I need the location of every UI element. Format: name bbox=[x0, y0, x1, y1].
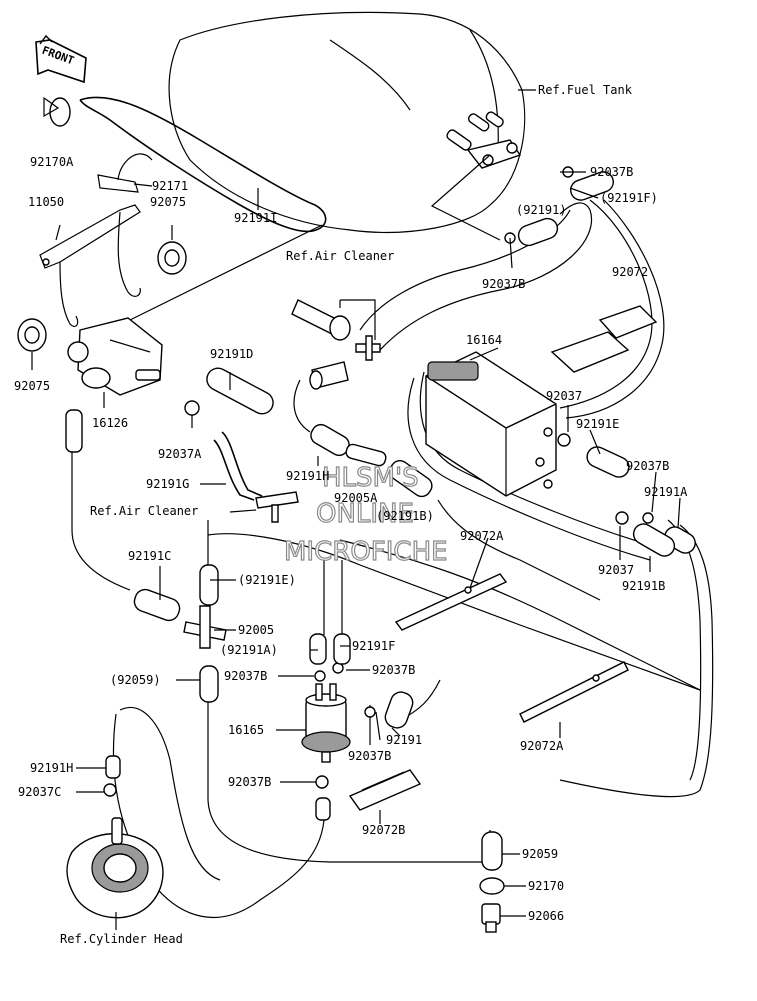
part-label: 92170 bbox=[528, 879, 564, 893]
part-label: 11050 bbox=[28, 195, 64, 209]
part-label: 92191E bbox=[576, 417, 619, 431]
part-label: 92191I bbox=[234, 211, 277, 225]
part-label: 92171 bbox=[152, 179, 188, 193]
ref-cylinder-head-label: Ref.Cylinder Head bbox=[60, 932, 183, 946]
ref-air-cleaner-top-label: Ref.Air Cleaner bbox=[286, 249, 394, 263]
hose-92191E bbox=[586, 446, 630, 478]
hose-92191A-lower bbox=[309, 633, 327, 665]
hose-92059-left bbox=[199, 665, 219, 703]
hose-92191B-upper bbox=[389, 460, 433, 498]
part-label: 92191C bbox=[128, 549, 171, 563]
hose-92191B-right bbox=[632, 523, 676, 557]
t-fitting-92005 bbox=[183, 605, 227, 649]
part-label: (92191B) bbox=[376, 509, 434, 523]
part-label: 92170A bbox=[30, 155, 74, 169]
ref-air-cleaner-mid-label: Ref.Air Cleaner bbox=[90, 504, 198, 518]
hose-92191F-upper bbox=[570, 171, 614, 201]
cylinder-head-fitting bbox=[66, 817, 164, 919]
strap-92072A-lower bbox=[519, 661, 629, 723]
part-label: 16164 bbox=[466, 333, 502, 347]
part-label: 92191A bbox=[644, 485, 688, 499]
vent-hose-92191I bbox=[79, 96, 327, 233]
part-label: 92037B bbox=[228, 775, 271, 789]
part-label: 92075 bbox=[150, 195, 186, 209]
hose-92191D bbox=[206, 367, 274, 415]
plug-92066 bbox=[481, 903, 501, 933]
part-label: (92191F) bbox=[600, 191, 658, 205]
washer-92170A bbox=[43, 96, 71, 127]
fitting-lower bbox=[315, 797, 331, 821]
hose-92191C bbox=[133, 588, 181, 622]
part-label: 92191B bbox=[622, 579, 665, 593]
watermark-line1: HLSM'S bbox=[322, 463, 419, 493]
air-cleaner-fitting-top bbox=[291, 299, 381, 361]
part-label: 92072 bbox=[612, 265, 648, 279]
canister-16164 bbox=[425, 351, 557, 497]
part-label: 16165 bbox=[228, 723, 264, 737]
part-label: 92037A bbox=[158, 447, 202, 461]
part-label: 92191 bbox=[386, 733, 422, 747]
part-label: 92037 bbox=[546, 389, 582, 403]
hose-92191G bbox=[221, 431, 263, 497]
clamp-92171 bbox=[97, 153, 153, 193]
part-label: 92191D bbox=[210, 347, 253, 361]
leader-lines bbox=[31, 89, 681, 930]
fuel-filter-16165 bbox=[301, 683, 351, 763]
washer-92170 bbox=[479, 877, 505, 895]
part-label: 92037B bbox=[348, 749, 391, 763]
part-label: 92005A bbox=[334, 491, 378, 505]
part-label: 92191H bbox=[30, 761, 73, 775]
part-label: 92072A bbox=[460, 529, 504, 543]
part-label: 92191H bbox=[286, 469, 329, 483]
hose-92191F-lower bbox=[333, 633, 351, 665]
part-label: 92037B bbox=[482, 277, 525, 291]
part-label: (92191E) bbox=[238, 573, 296, 587]
hose-92191E-lower bbox=[199, 564, 219, 606]
watermark-line3: MICROFICHE bbox=[284, 537, 448, 567]
hose-routing-lines bbox=[71, 199, 714, 918]
bracket-92072 bbox=[550, 305, 658, 373]
part-label: 92037B bbox=[590, 165, 633, 179]
part-label: 92005 bbox=[238, 623, 274, 637]
clamps-small bbox=[103, 166, 654, 797]
hose-92191-lower bbox=[384, 691, 414, 729]
t-fitting-mid bbox=[255, 491, 299, 523]
valve-16126 bbox=[67, 317, 163, 396]
bracket-11050 bbox=[39, 204, 141, 328]
part-label: 16126 bbox=[92, 416, 128, 430]
part-label: 92037 bbox=[598, 563, 634, 577]
part-label: (92059) bbox=[110, 673, 161, 687]
ref-fuel-tank-label: Ref.Fuel Tank bbox=[538, 83, 633, 97]
part-label: 92072A bbox=[520, 739, 564, 753]
tank-fittings bbox=[446, 111, 522, 169]
front-arrow-icon bbox=[35, 34, 87, 84]
part-label: 92037B bbox=[372, 663, 415, 677]
fuel-tank-outline bbox=[168, 11, 526, 233]
hose-92191H-joint bbox=[65, 409, 83, 453]
part-label: 92191F bbox=[352, 639, 395, 653]
part-label: (92191) bbox=[516, 203, 567, 217]
grommet-92075-lower bbox=[17, 318, 47, 352]
clamp-92037A bbox=[184, 400, 200, 416]
strap-92072A-upper bbox=[394, 573, 508, 631]
grommet-92075-upper bbox=[157, 241, 187, 275]
part-label: 92191G bbox=[146, 477, 189, 491]
part-label: 92066 bbox=[528, 909, 564, 923]
hose-92191H-lower bbox=[105, 755, 121, 779]
hose-92059-right bbox=[481, 831, 503, 871]
bracket-92072B bbox=[348, 769, 422, 811]
watermark-line2: ONLINE bbox=[316, 499, 414, 529]
air-cleaner-fitting-mid bbox=[309, 361, 349, 390]
part-label: (92191A) bbox=[220, 643, 278, 657]
part-label: 92037C bbox=[18, 785, 61, 799]
part-label: 92072B bbox=[362, 823, 405, 837]
fitting-92005A bbox=[345, 443, 387, 467]
part-label: 92075 bbox=[14, 379, 50, 393]
part-label: 92059 bbox=[522, 847, 558, 861]
hose-92191-upper bbox=[517, 217, 559, 247]
part-label: 92037B bbox=[626, 459, 669, 473]
part-label: 92037B bbox=[224, 669, 267, 683]
